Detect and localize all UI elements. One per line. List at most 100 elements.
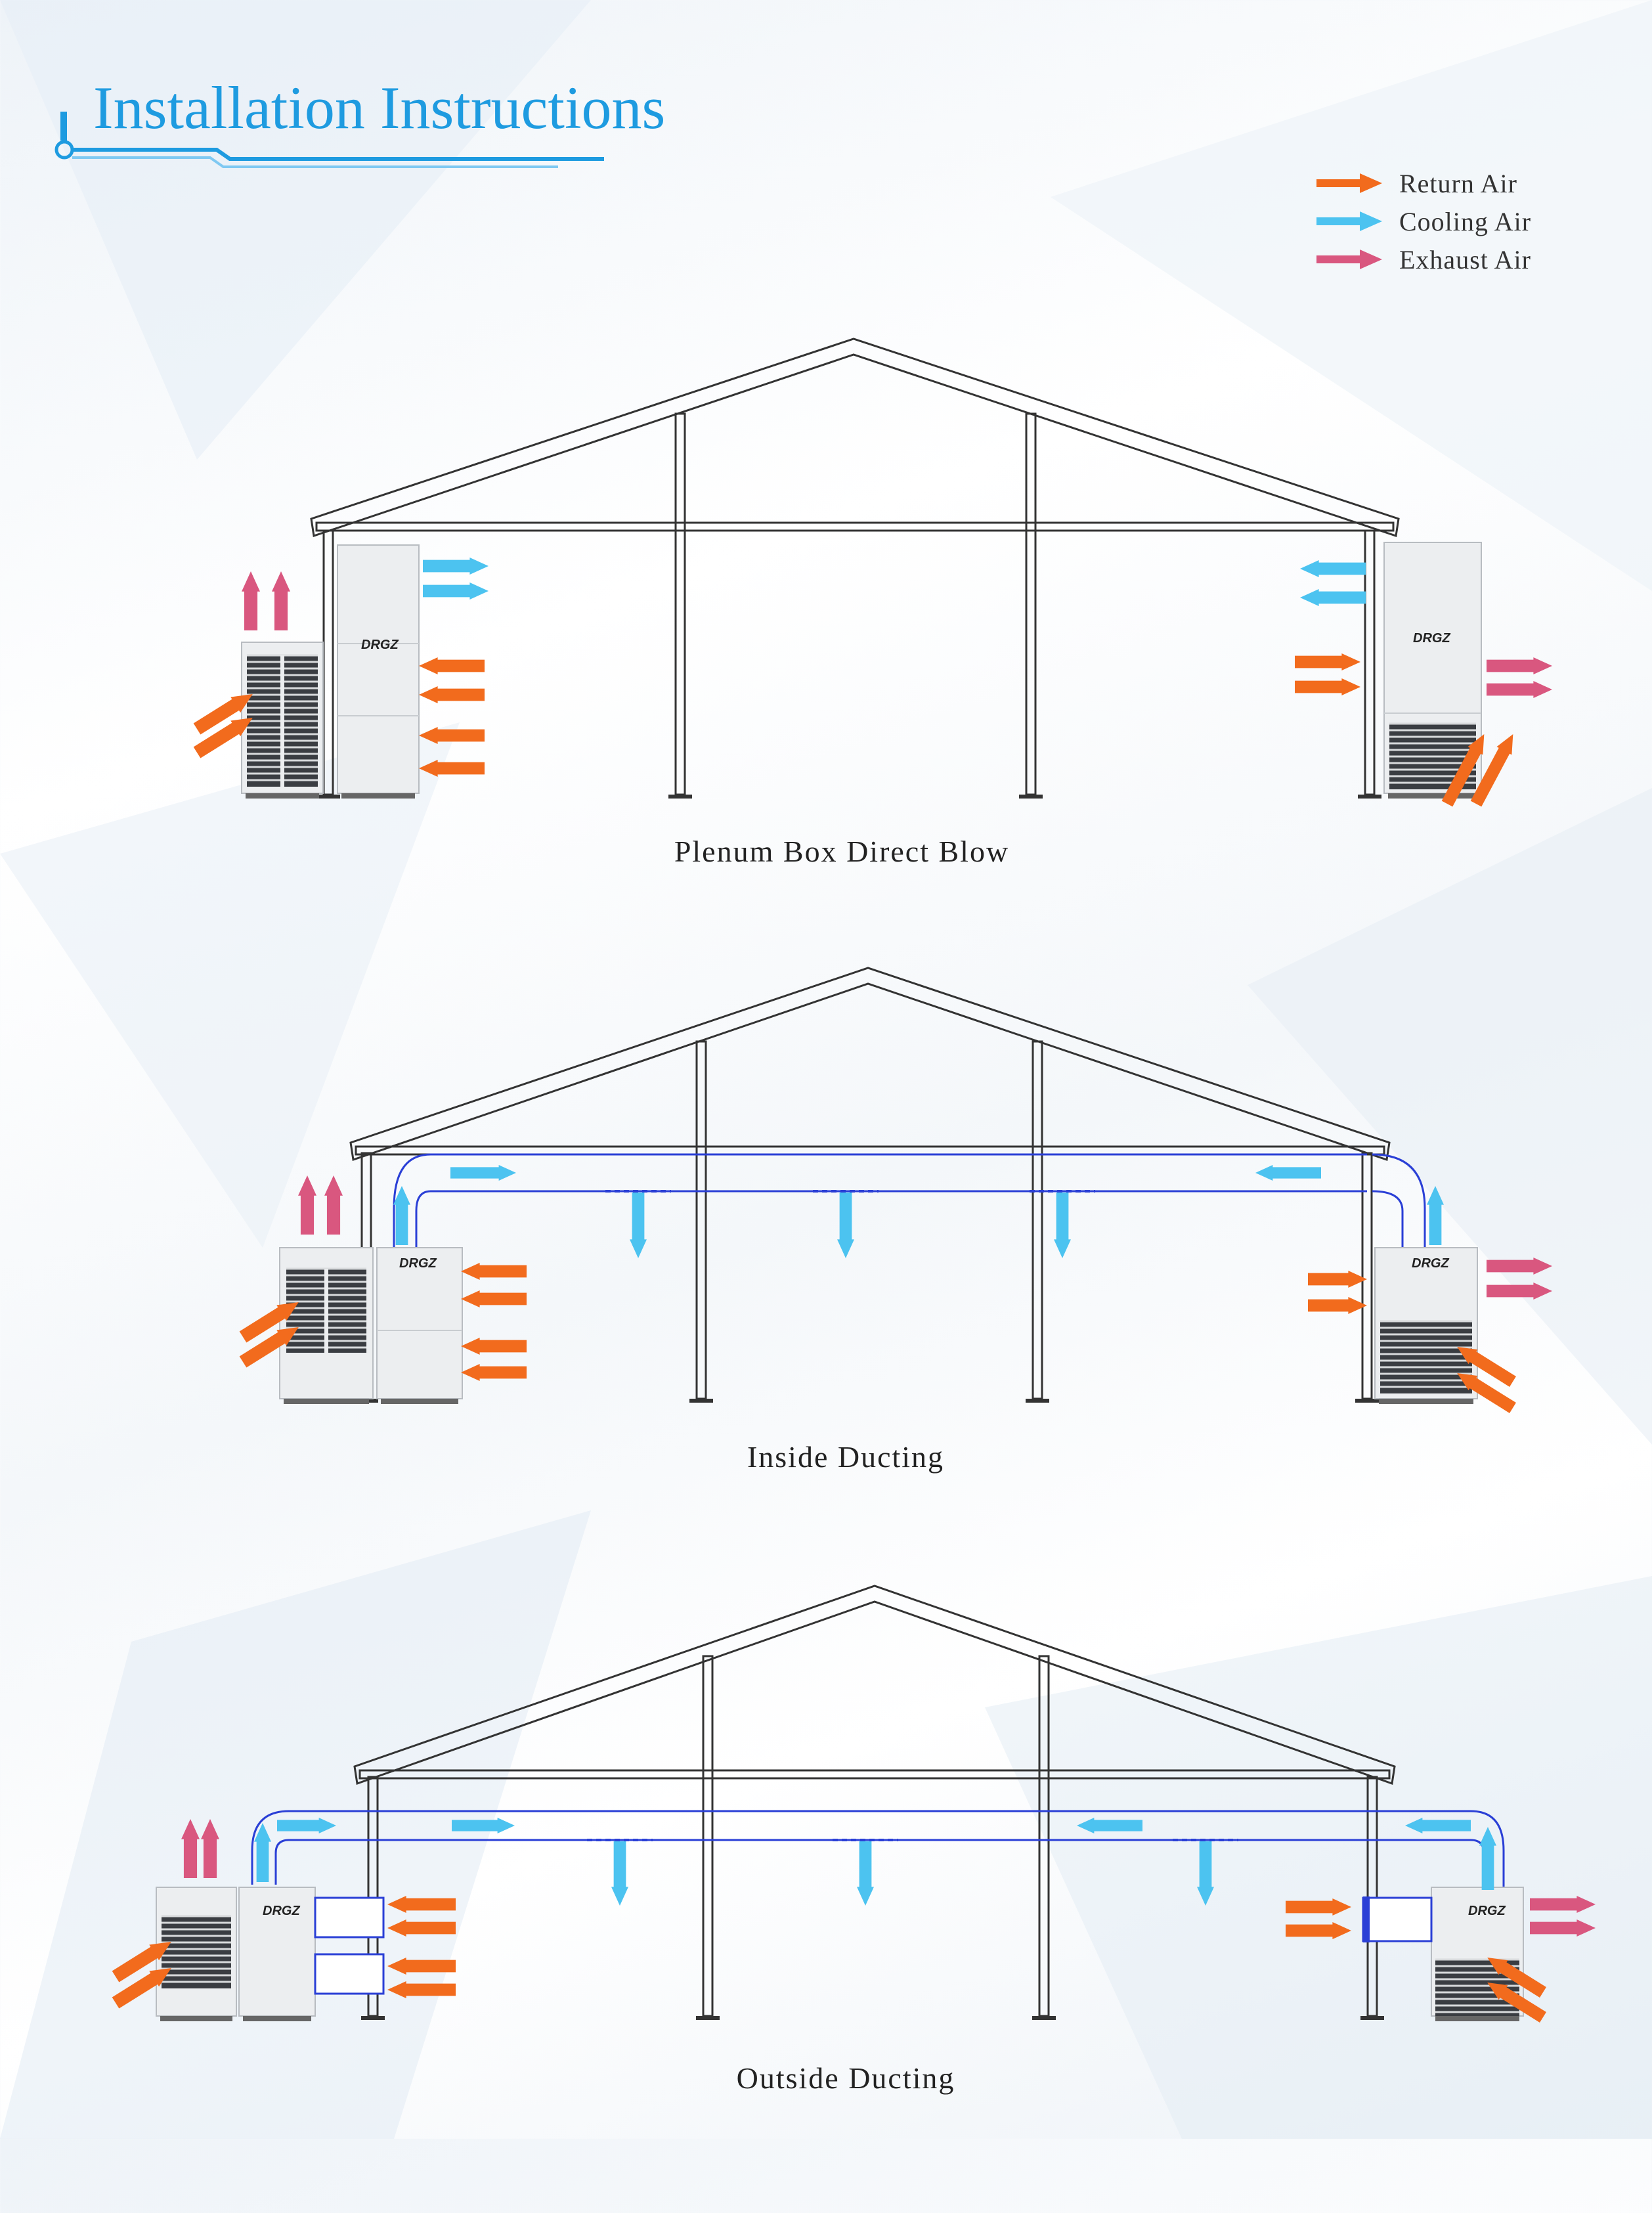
return-arrow <box>387 1981 456 1998</box>
post-foot <box>668 795 692 799</box>
tent-post <box>674 412 686 796</box>
return-collar <box>1362 1896 1433 1942</box>
exhaust-air-arrow-icon <box>1316 250 1382 269</box>
legend-item-cooling: Cooling Air <box>1316 202 1531 240</box>
cooling-arrow <box>254 1823 271 1882</box>
tent-post <box>1038 1655 1050 2017</box>
legend: Return Air Cooling Air Exhaust Air <box>1316 164 1531 278</box>
exhaust-arrow <box>1487 1258 1552 1275</box>
return-arrow <box>1295 678 1360 695</box>
legend-item-exhaust: Exhaust Air <box>1316 240 1531 278</box>
elbow-left <box>251 1810 290 1885</box>
cooling-arrow <box>1405 1818 1471 1833</box>
exhaust-arrow <box>1530 1896 1596 1913</box>
cooling-arrow <box>1197 1841 1214 1906</box>
return-arrow <box>461 1364 527 1381</box>
main-duct <box>431 1153 1367 1193</box>
tent-beam <box>359 1769 1391 1780</box>
return-arrow <box>239 1302 299 1343</box>
exhaust-arrow <box>242 571 260 630</box>
grille <box>162 1916 231 1988</box>
tent-post <box>695 1040 707 1400</box>
unit-cabinet <box>337 544 420 794</box>
return-arrow <box>239 1327 299 1368</box>
cooling-arrow <box>423 582 489 600</box>
cooling-arrow <box>857 1841 874 1906</box>
tent-roof <box>353 1585 1396 1786</box>
tent-post <box>1361 1152 1373 1400</box>
return-arrow <box>1286 1898 1351 1916</box>
cooling-arrow <box>423 558 489 575</box>
return-arrow <box>419 760 485 777</box>
tent-post <box>1025 412 1037 796</box>
post-foot <box>696 2016 720 2020</box>
tent-frame <box>353 1585 1396 2020</box>
return-arrow <box>1457 1347 1516 1387</box>
diagram-outside-ducting: DRGZ DRGZ <box>112 1585 1596 2023</box>
indoor-unit-left: DRGZ <box>238 1887 316 2021</box>
brand-logo: DRGZ <box>1413 631 1450 646</box>
unit-cabinet <box>238 1887 316 2017</box>
indoor-unit-left: DRGZ <box>376 1247 463 1404</box>
indoor-unit-left: DRGZ <box>337 544 420 799</box>
post-foot <box>1355 1399 1379 1403</box>
return-arrow <box>419 657 485 674</box>
brand-logo: DRGZ <box>1412 1256 1449 1271</box>
supply-collar <box>314 1896 385 1939</box>
tent-frame <box>349 967 1391 1403</box>
return-arrow <box>1457 1373 1516 1413</box>
post-foot <box>1019 795 1043 799</box>
elbow-right <box>1372 1153 1426 1248</box>
brand-logo: DRGZ <box>361 638 399 652</box>
tent-post <box>1364 529 1376 796</box>
collar-flange <box>1363 1896 1370 1942</box>
cooling-arrow <box>1479 1827 1496 1890</box>
exhaust-arrow <box>1487 1282 1552 1300</box>
cooling-arrow <box>452 1818 515 1833</box>
caption-plenum-box: Plenum Box Direct Blow <box>674 835 1010 868</box>
tent-roof <box>349 967 1391 1161</box>
unit-base <box>1379 1399 1473 1404</box>
return-arrow <box>1441 734 1485 807</box>
cooling-arrow <box>450 1165 516 1181</box>
cooling-air-arrow-icon <box>1316 211 1382 231</box>
condenser-unit-left <box>279 1247 374 1404</box>
condenser-unit-left <box>156 1887 237 2021</box>
return-arrow <box>419 686 485 703</box>
post-foot <box>1026 1399 1049 1403</box>
return-arrow <box>112 1968 171 2009</box>
return-arrow <box>1308 1271 1367 1288</box>
exhaust-arrow <box>324 1175 343 1235</box>
unit-base <box>160 2016 232 2021</box>
return-arrow <box>461 1290 527 1307</box>
return-arrow <box>112 1942 171 1983</box>
condenser-unit-left <box>241 642 324 799</box>
grille <box>1380 1321 1472 1393</box>
indoor-unit-right: DRGZ <box>1374 1247 1478 1404</box>
unit-base <box>1388 793 1477 799</box>
brand-logo: DRGZ <box>399 1256 437 1271</box>
return-arrow <box>193 718 253 758</box>
return-arrow <box>1487 1983 1546 2023</box>
tent-frame <box>310 338 1400 799</box>
exhaust-arrow <box>181 1819 200 1878</box>
unit-base <box>381 1399 458 1404</box>
return-arrow <box>1308 1297 1367 1314</box>
return-arrow <box>1295 653 1360 670</box>
exhaust-arrow <box>1487 657 1552 674</box>
unit-base <box>284 1399 369 1404</box>
caption-inside-ducting: Inside Ducting <box>747 1440 945 1474</box>
return-arrow <box>1487 1958 1546 1998</box>
page-title: Installation Instructions <box>93 74 666 141</box>
tent-beam <box>315 521 1395 532</box>
title-decoration <box>54 112 604 168</box>
brand-logo: DRGZ <box>1468 1904 1506 1918</box>
exhaust-arrow <box>1487 681 1552 698</box>
cooling-arrow <box>1077 1818 1142 1833</box>
return-arrow <box>387 1896 456 1913</box>
tent-post <box>702 1655 714 2017</box>
tent-roof <box>310 338 1400 537</box>
post-foot <box>316 795 340 799</box>
return-arrow <box>1470 734 1513 807</box>
legend-label: Cooling Air <box>1399 206 1532 236</box>
